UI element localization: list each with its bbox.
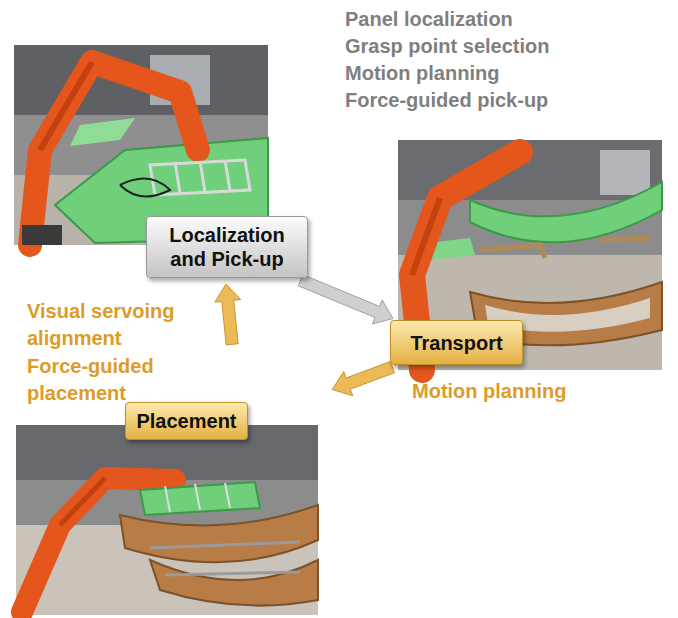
step-note: Force-guided placement bbox=[27, 353, 212, 407]
box-label: Localization and Pick-up bbox=[157, 223, 297, 271]
process-box: Transport bbox=[390, 320, 523, 365]
placement-photo bbox=[16, 425, 318, 615]
process-box: Localization and Pick-up bbox=[146, 216, 308, 278]
step-note: Grasp point selection bbox=[345, 33, 665, 60]
step-note: Motion planning bbox=[345, 60, 665, 87]
transport-photo bbox=[398, 140, 662, 370]
step-note: Motion planning bbox=[412, 378, 662, 405]
block-arrow bbox=[332, 362, 394, 396]
step-note: Panel localization bbox=[345, 6, 665, 33]
pickup-photo bbox=[14, 45, 268, 245]
box-label: Placement bbox=[136, 409, 236, 433]
block-arrow bbox=[298, 275, 393, 324]
process-box: Placement bbox=[125, 402, 248, 440]
step-note: Force-guided pick-up bbox=[345, 87, 665, 114]
box-label: Transport bbox=[410, 331, 502, 355]
block-arrow bbox=[215, 284, 241, 345]
step-note: Visual servoing alignment bbox=[27, 298, 212, 352]
